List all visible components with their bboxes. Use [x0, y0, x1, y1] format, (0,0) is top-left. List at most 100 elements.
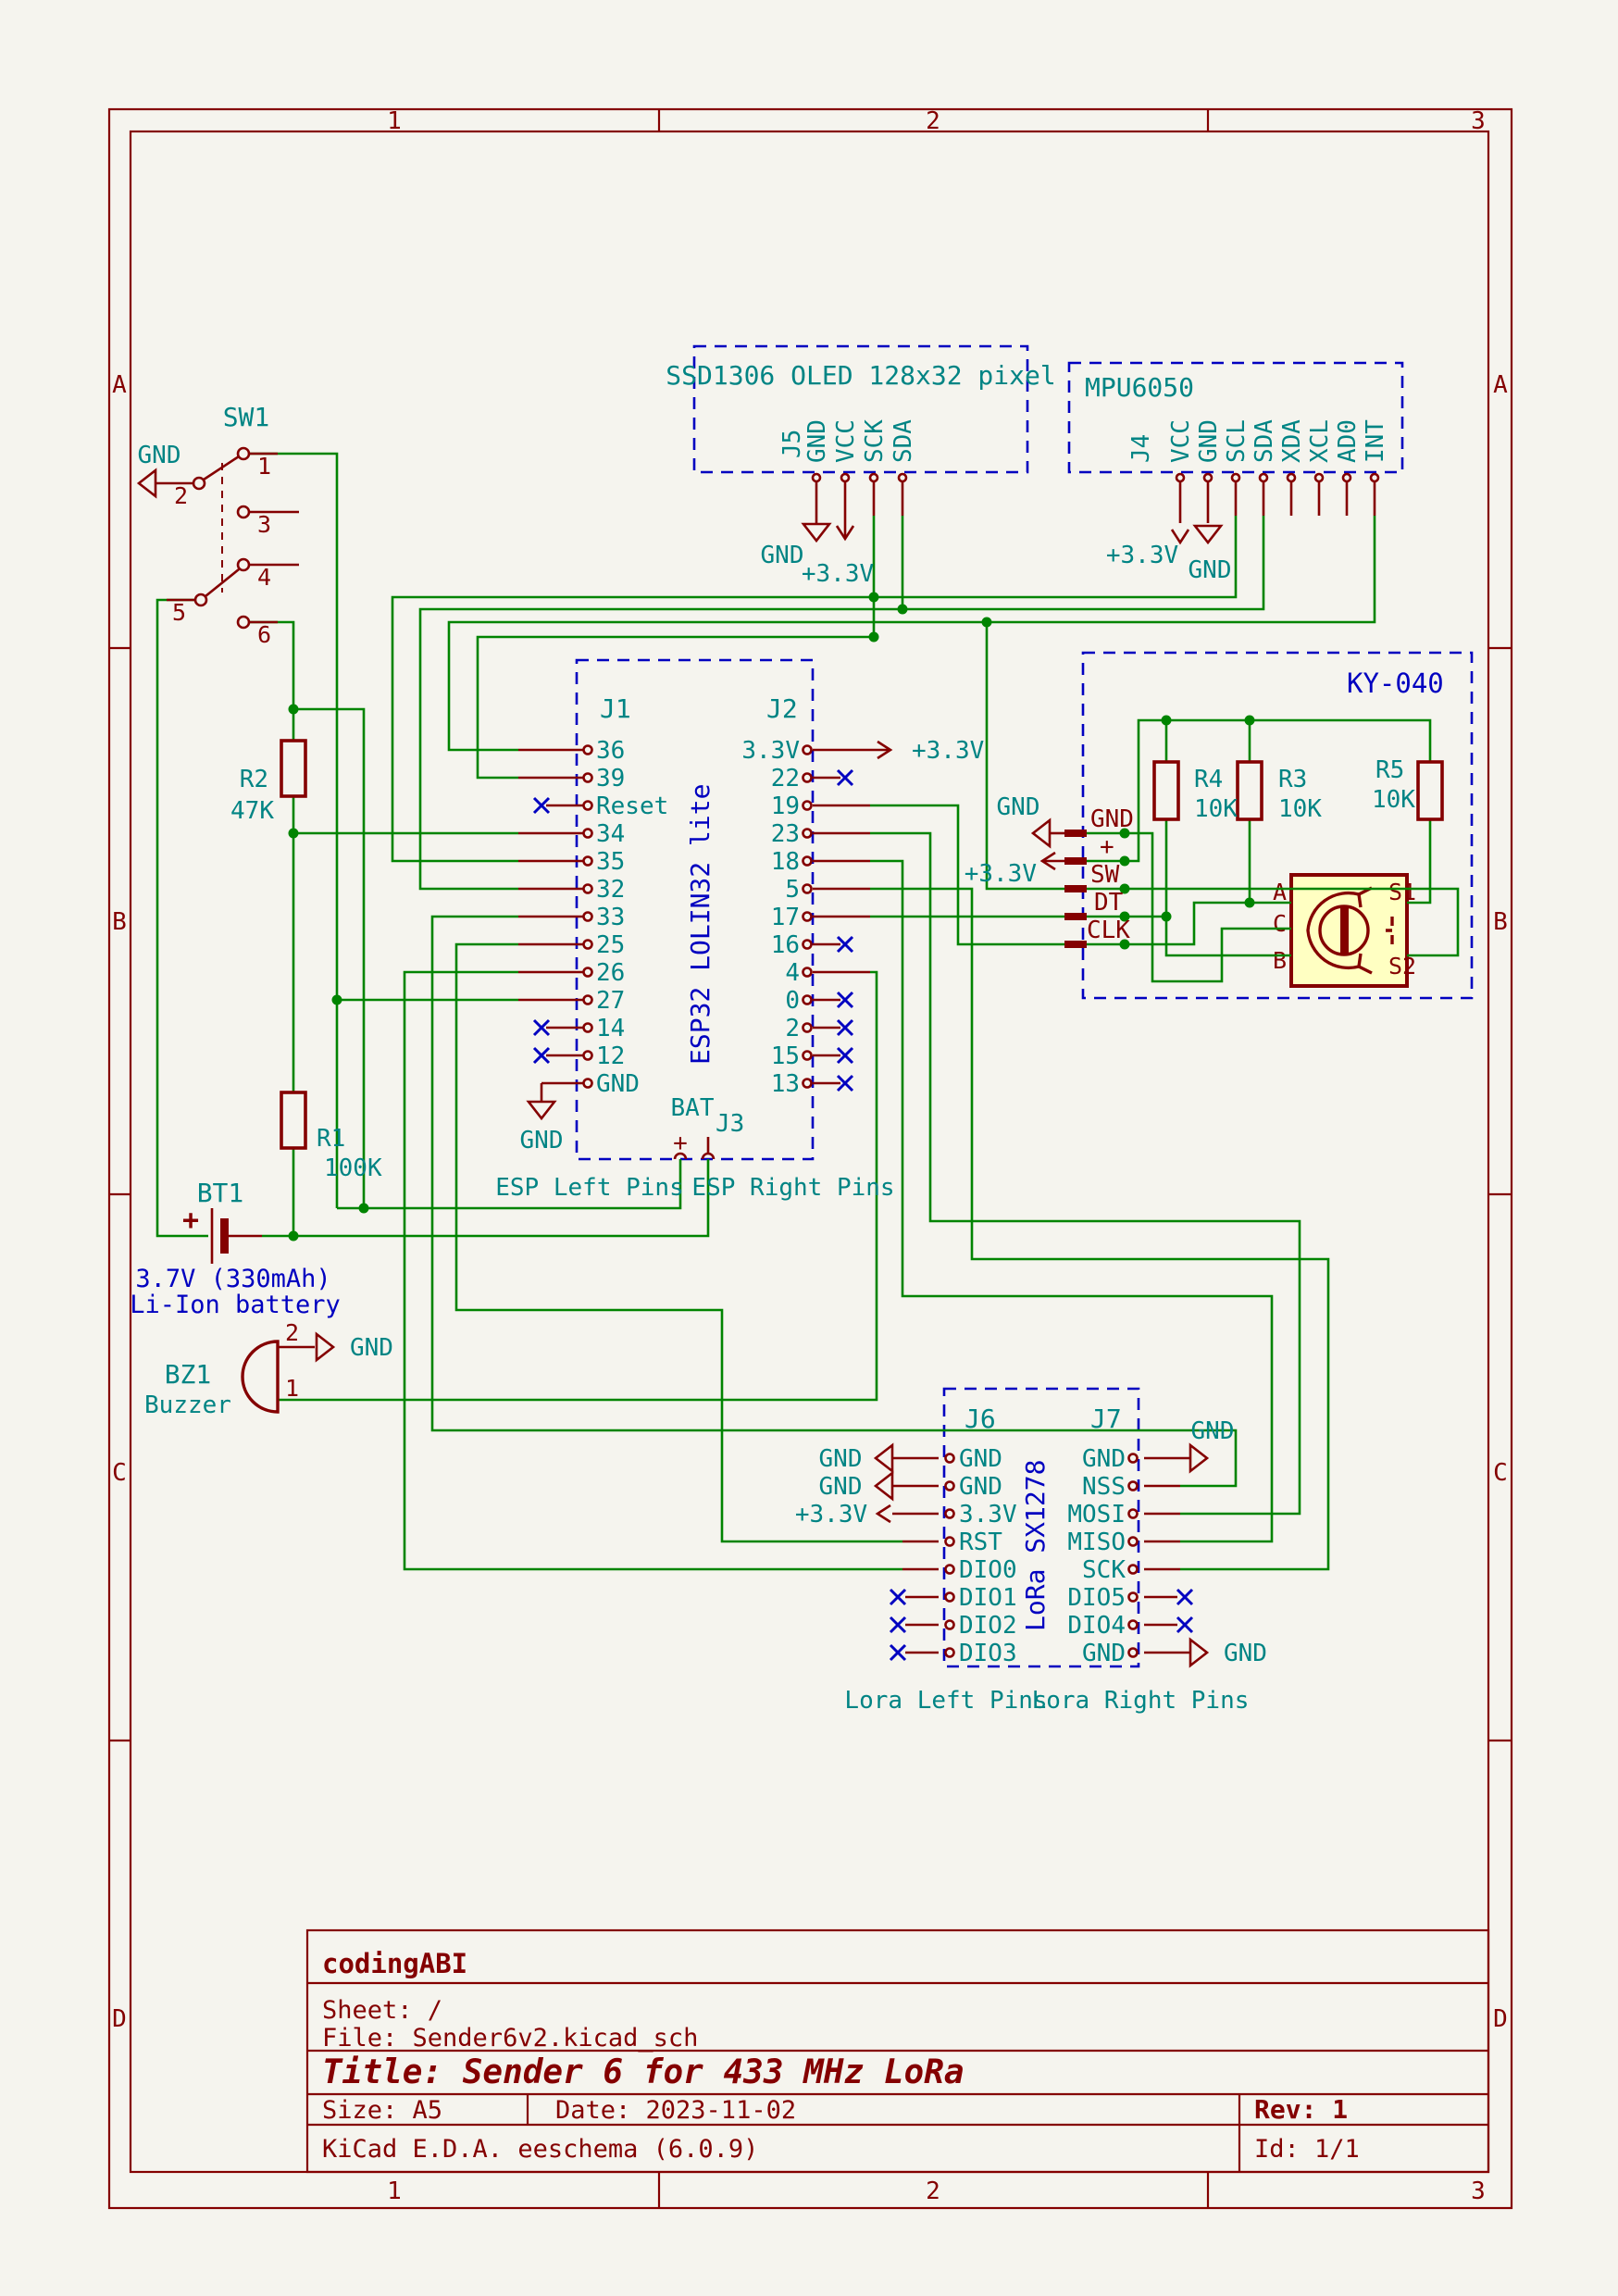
- lora-j6-pin: DIO2: [959, 1612, 1017, 1640]
- mpu-module: MPU6050 J4 VCC GND SCL SDA XDA XCL AD0 I…: [1085, 372, 1389, 584]
- r1-value: 100K: [324, 1154, 382, 1182]
- lora-j6-pin: GND: [959, 1473, 1002, 1501]
- zone-letter-left: D: [112, 2005, 127, 2033]
- r5-ref: R5: [1375, 756, 1404, 784]
- esp-j1-pin: 36: [596, 737, 625, 765]
- lora-note: LoRa SX1278: [1020, 1460, 1051, 1631]
- zone-number-bottom: 1: [387, 2177, 402, 2205]
- gnd-label: GND: [761, 542, 804, 569]
- encoder-pin-b-label: B: [1273, 947, 1287, 974]
- zone-number-top: 1: [387, 107, 402, 135]
- rev-field: Rev: 1: [1254, 2094, 1348, 2125]
- v33-arrow-icon: [870, 740, 893, 760]
- v33-arrow-icon: [875, 1504, 891, 1524]
- lora-j6-pin: DIO1: [959, 1584, 1017, 1612]
- tool-field: KiCad E.D.A. eeschema (6.0.9): [322, 2135, 758, 2164]
- ky-pin-label: SW: [1090, 861, 1120, 889]
- esp-ref-left: J1: [600, 693, 631, 724]
- mpu-title: MPU6050: [1085, 372, 1194, 403]
- esp-bat-label: BAT: [671, 1094, 715, 1122]
- ky-pin-label: DT: [1094, 889, 1124, 917]
- gnd-label: GND: [350, 1334, 393, 1362]
- rotary-encoder-symbol: A C B S1 S2: [1273, 873, 1416, 988]
- v33-arrow-icon: [1170, 529, 1190, 545]
- mpu-pin-label: XDA: [1278, 419, 1306, 463]
- zone-number-bottom: 2: [926, 2177, 940, 2205]
- sw1-pin-number: 5: [172, 599, 186, 626]
- resistor-r2: R2 47K: [230, 739, 307, 825]
- oled-pin-label: SDA: [890, 419, 917, 463]
- bz1-pin2: 2: [285, 1319, 299, 1346]
- no-connect-icon: [889, 1588, 1194, 1662]
- lora-j6-pin: GND: [959, 1445, 1002, 1473]
- lora-j7-pin: DIO4: [1067, 1612, 1126, 1640]
- esp-j1-pin: 34: [596, 820, 625, 848]
- lora-module: J6 J7 LoRa SX1278 GND GND 3.3V RST DIO0 …: [795, 1404, 1267, 1715]
- mpu-module-box: [1067, 361, 1404, 474]
- esp-j1-pin: Reset: [596, 792, 668, 820]
- oled-title: SSD1306 OLED 128x32 pixel: [666, 360, 1055, 391]
- sw1-pin-number: 4: [257, 564, 271, 591]
- title-field: Title: Sender 6 for 433 MHz LoRa: [322, 2053, 965, 2091]
- oled-pin-label: GND: [803, 419, 831, 463]
- gnd-symbol: [136, 468, 157, 499]
- lora-module-box: [942, 1387, 1140, 1668]
- gnd-label: GND: [819, 1473, 863, 1501]
- ky040-module: KY-040 GND + SW DT CLK GND +3.3V R4 10K: [965, 668, 1444, 948]
- encoder-pin-a-label: A: [1273, 879, 1287, 905]
- bt1-note2: Li-Ion battery: [130, 1291, 341, 1319]
- bz1-value: Buzzer: [144, 1391, 231, 1419]
- r2-ref: R2: [240, 766, 268, 793]
- bt1-note1: 3.7V (330mAh): [135, 1265, 330, 1293]
- esp-note: ESP32 LOLIN32 lite: [685, 784, 716, 1065]
- ky040-title: KY-040: [1347, 668, 1444, 699]
- zone-number-top: 3: [1471, 107, 1486, 135]
- v33-arrow-icon: [1039, 851, 1064, 871]
- gnd-label: GND: [1224, 1640, 1267, 1667]
- esp-j2-pin: 0: [785, 987, 800, 1015]
- oled-module-box: [692, 344, 1029, 474]
- bz1-ref: BZ1: [165, 1359, 212, 1390]
- esp-bat-plus: +: [673, 1129, 688, 1157]
- esp-j1-pin: 25: [596, 931, 625, 959]
- oled-pin-label: VCC: [832, 419, 860, 463]
- esp-caption-left: ESP Left Pins: [495, 1174, 684, 1202]
- esp-j2-pin: 18: [771, 848, 800, 876]
- mpu-pin-label: SCL: [1223, 419, 1251, 463]
- esp-j2-pin: 5: [785, 876, 800, 904]
- esp-j3-ref: J3: [716, 1110, 744, 1138]
- esp-j1-pin: GND: [596, 1070, 640, 1098]
- lora-j6-pin: 3.3V: [959, 1501, 1017, 1529]
- mpu-pin-label: AD0: [1334, 419, 1362, 463]
- sw1-pin-number: 1: [257, 453, 271, 480]
- bt1-ref: BT1: [197, 1178, 244, 1208]
- esp-j1-pin: 14: [596, 1015, 625, 1042]
- no-connect-icon: [532, 768, 854, 1092]
- lora-j7-pin: DIO5: [1067, 1584, 1126, 1612]
- r4-ref: R4: [1194, 766, 1223, 793]
- sw1-ref: SW1: [223, 402, 270, 432]
- sheet-field: Sheet: /: [322, 1996, 442, 2025]
- encoder-pin-s1-label: S1: [1388, 879, 1416, 905]
- mpu-pin-label: SDA: [1251, 419, 1278, 463]
- zone-number-top: 2: [926, 107, 940, 135]
- r1-ref: R1: [317, 1125, 345, 1153]
- ky-pin-label: GND: [1090, 805, 1134, 833]
- lora-j6-pin: DIO3: [959, 1640, 1017, 1667]
- lora-caption-right: Lora Right Pins: [1032, 1687, 1250, 1715]
- junction-dots: [288, 592, 1255, 1242]
- esp-j2-pin: 19: [771, 792, 800, 820]
- file-field: File: Sender6v2.kicad_sch: [322, 2024, 698, 2053]
- esp-j1-pin: 27: [596, 987, 625, 1015]
- mpu-pin-label: INT: [1362, 419, 1389, 463]
- esp-j1-pin: 26: [596, 959, 625, 987]
- wires: [156, 452, 1460, 1571]
- esp-j2-pin: 4: [785, 959, 800, 987]
- ky040-module-box: [1081, 651, 1474, 1000]
- r3-ref: R3: [1278, 766, 1307, 793]
- v33-arrow-icon: [835, 516, 855, 542]
- esp-j2-pin: 17: [771, 904, 800, 931]
- esp-j1-pin: 32: [596, 876, 625, 904]
- zone-number-bottom: 3: [1471, 2177, 1486, 2205]
